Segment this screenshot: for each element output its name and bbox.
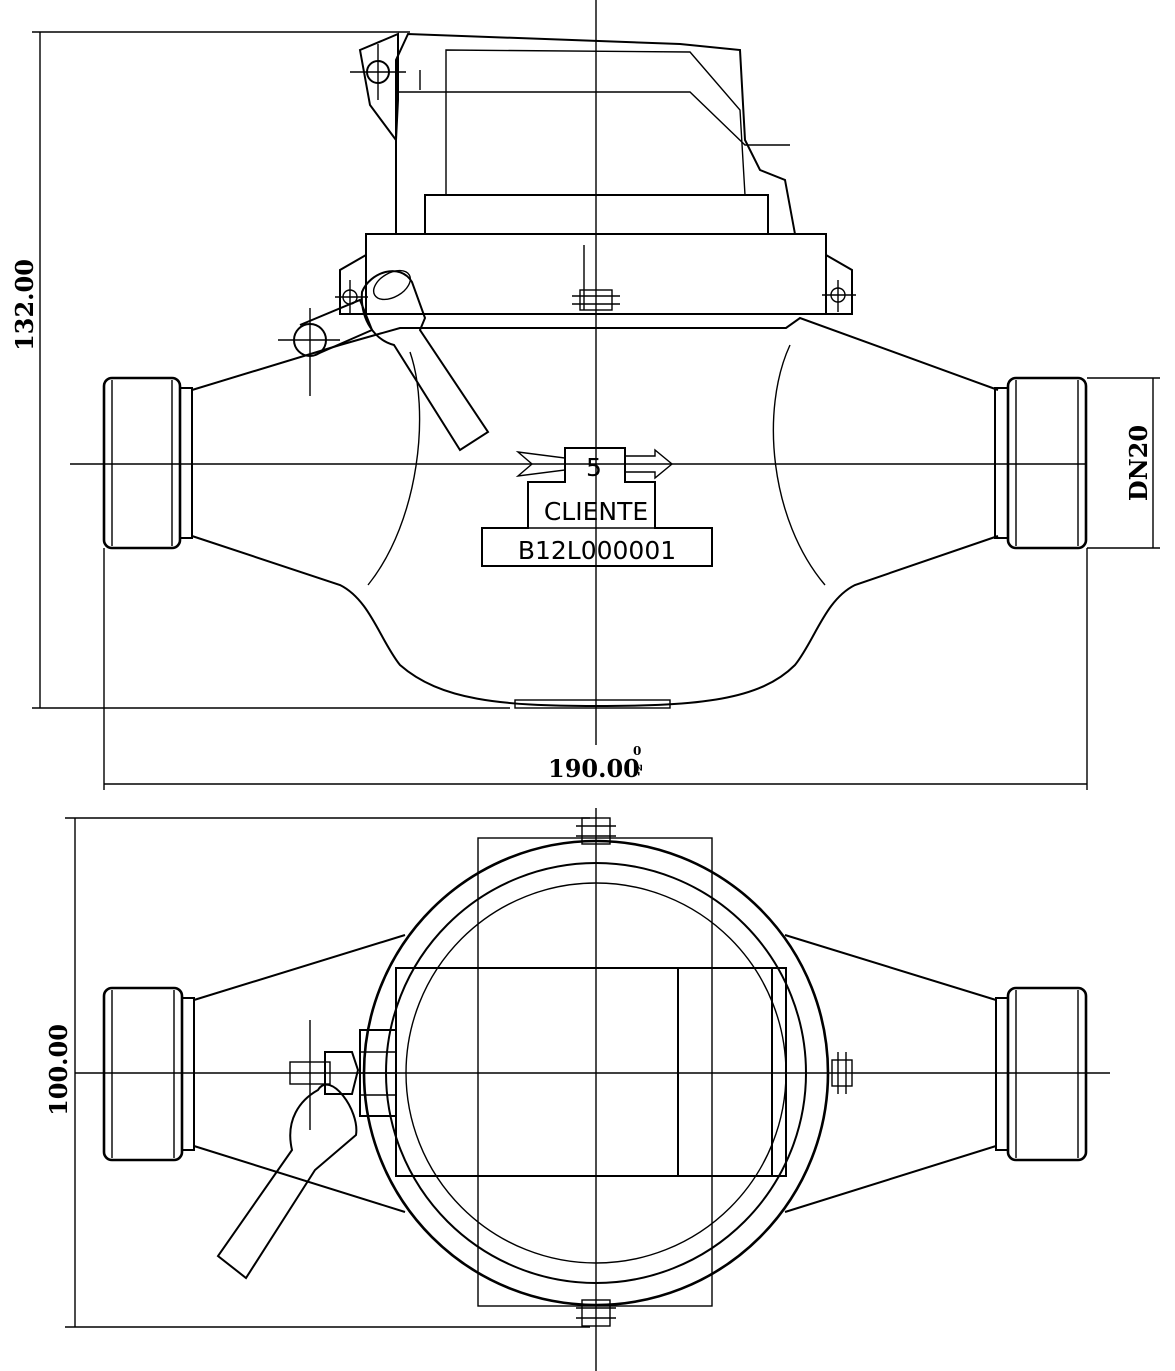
serial-number: B12L000001 <box>518 536 676 565</box>
height-dimension-label: 132.00 <box>10 259 39 351</box>
top-body <box>193 934 997 1213</box>
left-threaded-connector <box>102 376 193 550</box>
top-hinge-lever <box>216 1020 397 1280</box>
length-dimension-label: 190.00 <box>548 754 640 783</box>
dn-dimension-label: DN20 <box>1124 425 1153 501</box>
top-bolt <box>576 817 616 845</box>
bottom-bolt <box>576 1299 616 1327</box>
drain-plug <box>514 699 671 709</box>
meter-body <box>191 316 999 708</box>
front-view: 132.00 190.00 0 -2 DN20 <box>10 0 1160 790</box>
flow-direction-label: 5 <box>586 453 602 482</box>
top-register <box>395 967 787 1177</box>
top-view: 100.00 <box>44 808 1110 1371</box>
flow-arrow-right-icon <box>625 448 674 480</box>
dn-dimension: DN20 <box>1087 377 1160 549</box>
length-tolerance-lower: -2 <box>632 764 645 776</box>
length-dimension: 190.00 0 -2 <box>103 548 1088 790</box>
top-right-connector <box>995 986 1088 1162</box>
flow-arrow-left-icon <box>515 451 566 477</box>
height-dimension: 132.00 <box>10 31 510 709</box>
length-tolerance-upper: 0 <box>633 744 641 758</box>
client-label: CLIENTE <box>544 497 648 526</box>
body-curve-left <box>367 351 421 586</box>
right-threaded-connector <box>994 376 1088 550</box>
width-dimension-label: 100.00 <box>44 1024 73 1116</box>
register-ring <box>335 233 856 315</box>
top-left-connector <box>102 986 195 1162</box>
mounting-bracket <box>477 837 713 1307</box>
seal-lever <box>278 269 490 452</box>
nameplate: 5 CLIENTE B12L000001 <box>481 447 713 567</box>
register-housing <box>350 32 796 235</box>
width-dimension: 100.00 <box>44 817 590 1328</box>
body-curve-right <box>772 344 826 586</box>
right-bolt <box>831 1052 853 1094</box>
